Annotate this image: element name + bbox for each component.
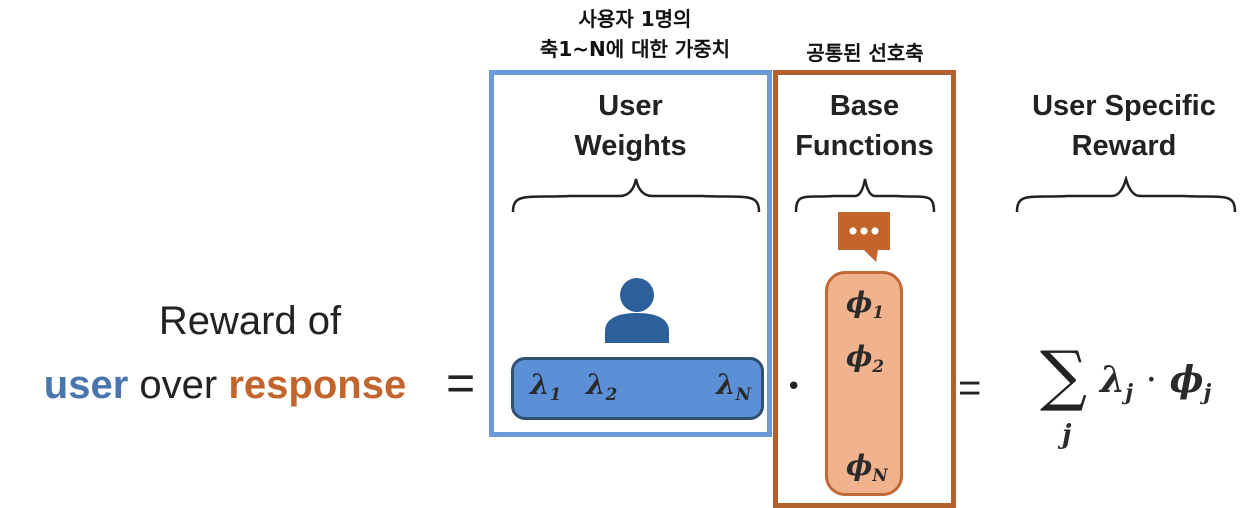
summation-index: j	[1062, 420, 1072, 450]
weight-lambda-2: λ2	[586, 368, 618, 404]
reward-header-line2: Reward	[1071, 130, 1177, 162]
curly-brace-icon	[794, 178, 936, 213]
function-phi-2: ϕ2	[846, 340, 885, 376]
base-functions-box	[773, 70, 956, 508]
user-weights-note-line2: 축1~N에 대한 가중치	[539, 37, 731, 61]
base-functions-note: 공통된 선호축	[806, 41, 924, 65]
curly-brace-icon	[1015, 176, 1237, 213]
user-weights-header-line2: Weights	[574, 130, 687, 162]
summation-symbol: ∑	[1040, 337, 1088, 414]
weight-lambda-1: λ1	[530, 368, 562, 404]
summation-term: λj · ϕj	[1100, 359, 1212, 406]
weight-lambda-n: λN	[716, 368, 751, 404]
base-functions-header-line1: Base	[829, 90, 900, 122]
user-word: user	[43, 363, 129, 407]
base-functions-header-line2: Functions	[795, 130, 934, 162]
base-functions-column	[825, 271, 903, 496]
base-functions-header: Base Functions	[773, 86, 956, 166]
response-word: response	[228, 363, 407, 407]
reward-header-line1: User Specific	[1032, 90, 1216, 122]
dot-operator: •	[786, 372, 802, 402]
user-weights-note-line1: 사용자 1명의	[578, 7, 692, 31]
user-weights-bar	[511, 357, 764, 420]
chat-bubble-icon	[838, 212, 890, 262]
reward-label-line2: user over response	[0, 358, 450, 412]
user-weights-header: User Weights	[489, 86, 772, 166]
user-weights-note: 사용자 1명의 축1~N에 대한 가중치	[490, 4, 780, 64]
function-phi-1: ϕ1	[846, 286, 885, 322]
function-phi-n: ϕN	[846, 449, 888, 485]
reward-header: User Specific Reward	[1000, 86, 1246, 166]
over-word: over	[139, 363, 218, 407]
user-weights-header-line1: User	[598, 90, 663, 122]
curly-brace-icon	[511, 178, 761, 213]
left-equals-sign: =	[446, 355, 476, 411]
user-weights-box	[489, 70, 772, 437]
reward-label-line1: Reward of	[158, 299, 342, 343]
right-equals-sign: =	[958, 366, 982, 410]
user-person-icon	[605, 278, 669, 343]
